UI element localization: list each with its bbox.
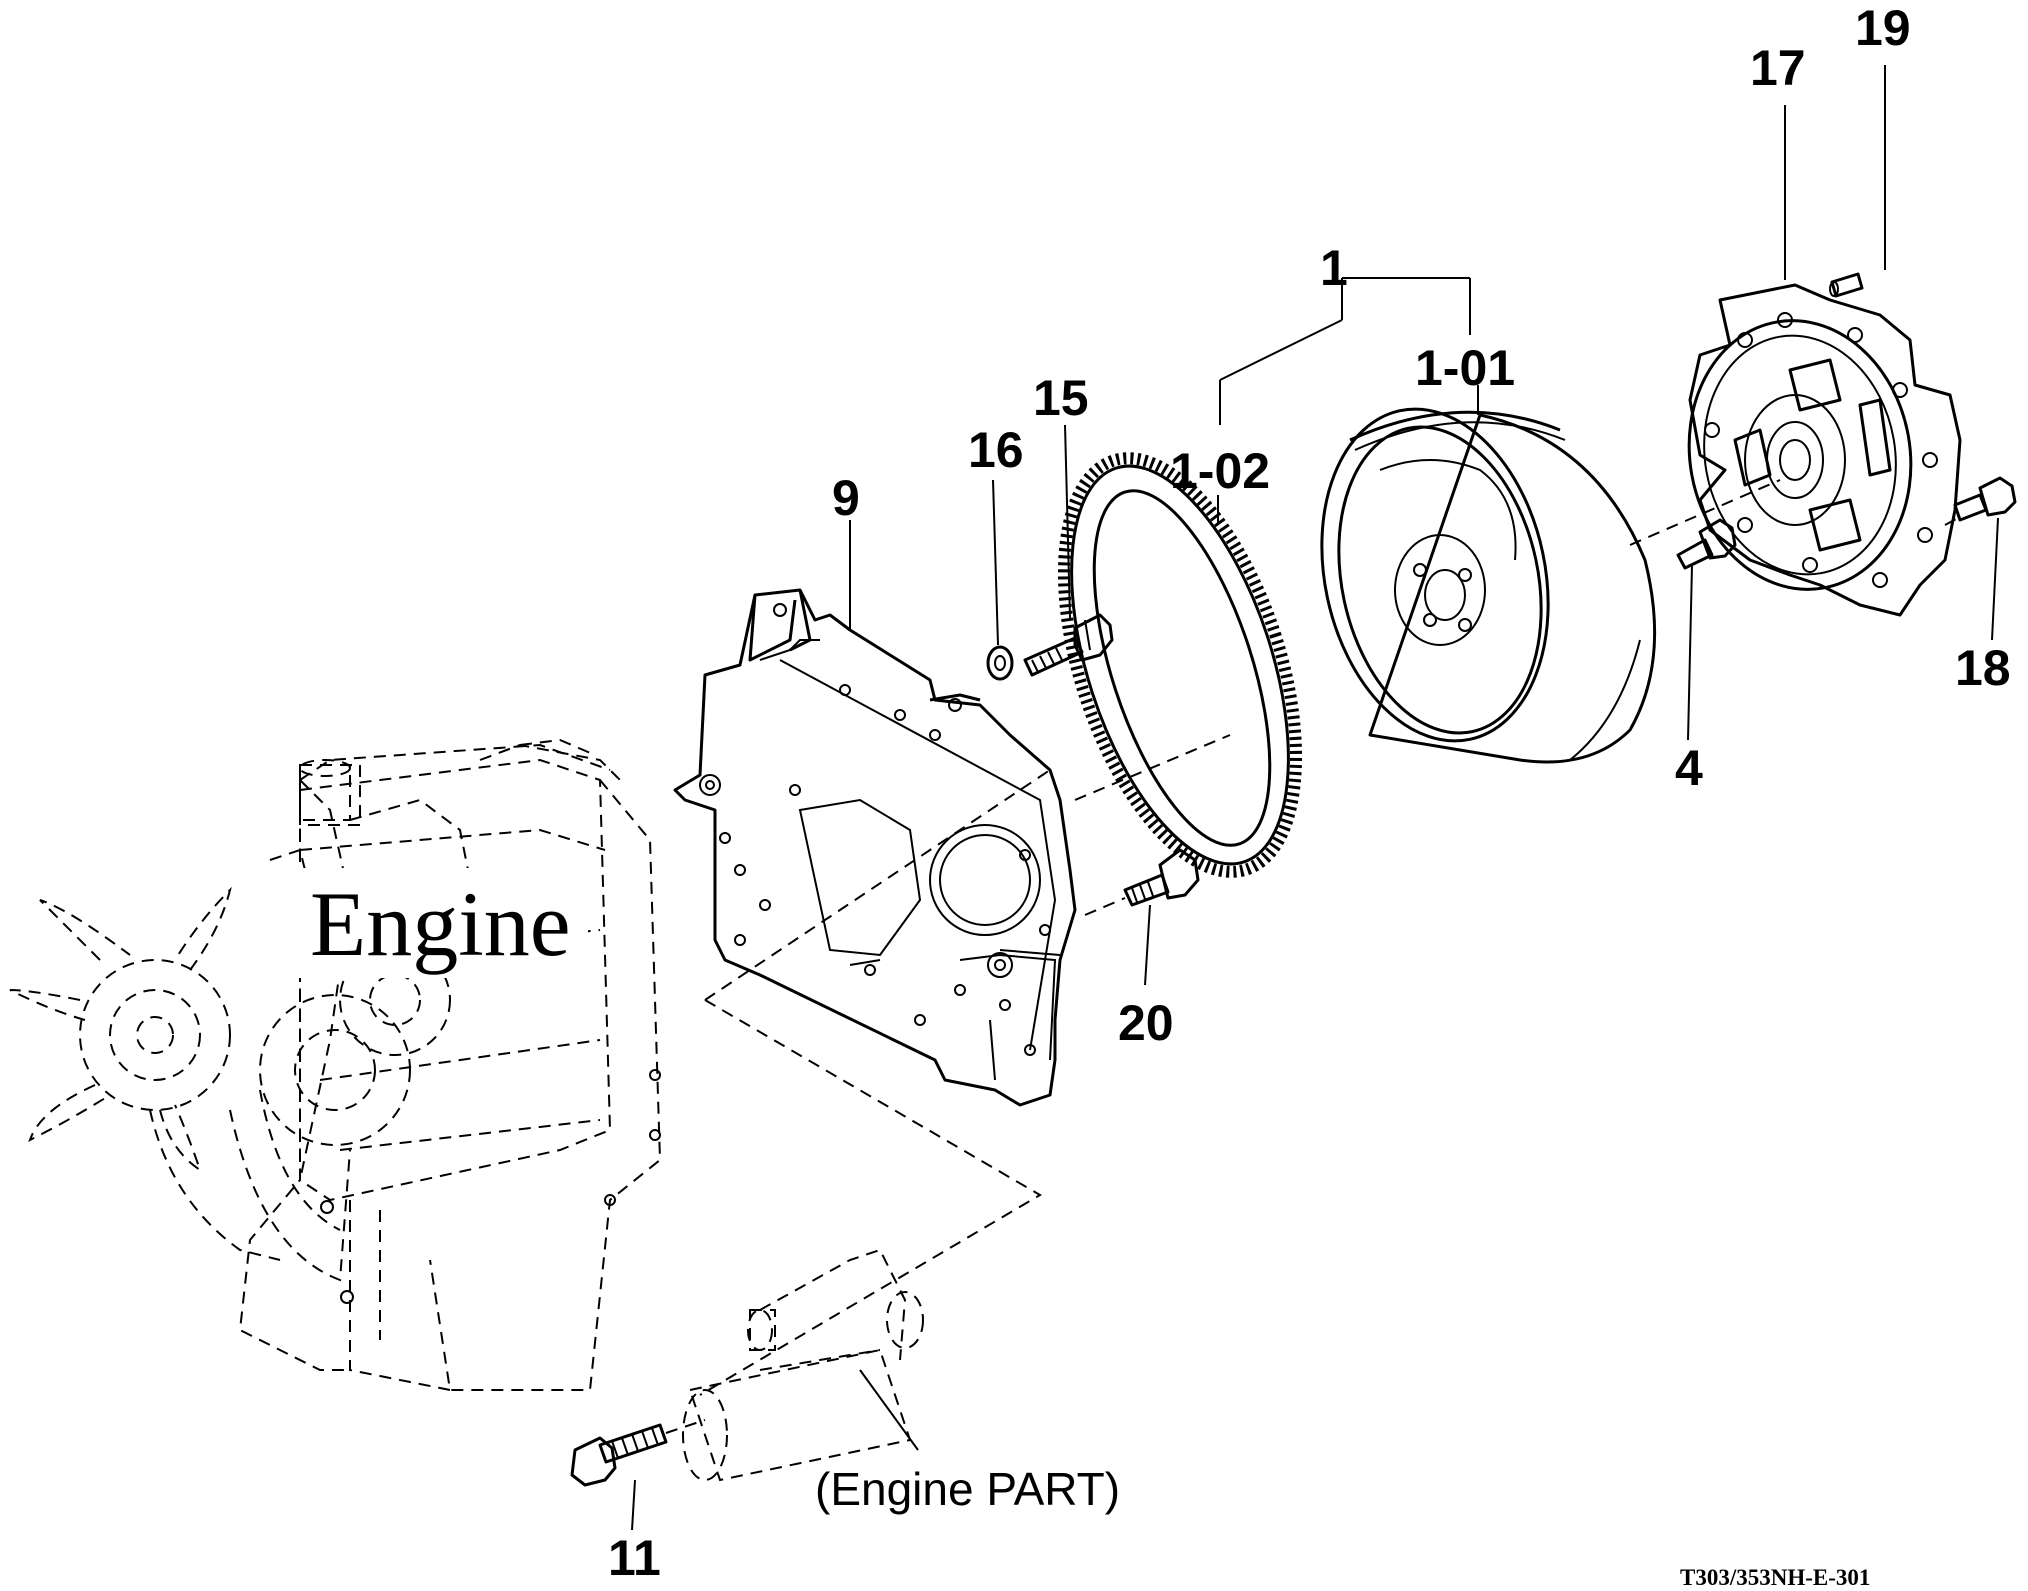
callout-19: 19	[1855, 0, 1911, 56]
callout-11: 11	[608, 1530, 661, 1586]
engine-outline	[9, 738, 662, 1391]
pin-19	[1829, 272, 1864, 298]
reference-code: T303/353NH-E-301	[1680, 1565, 1870, 1590]
axis-line-bolt-20	[1084, 897, 1126, 916]
leader-lines	[631, 65, 1999, 1531]
axis-line-bolt-11	[665, 1419, 706, 1434]
fan	[9, 886, 232, 1173]
flywheel-housing	[673, 588, 1077, 1107]
alternator-pulley	[149, 944, 451, 1282]
callout-9: 9	[832, 470, 860, 526]
axis-line-lower	[704, 769, 1051, 1001]
callout-1-02: 1-02	[1170, 443, 1270, 499]
damper-disc	[1687, 283, 1962, 617]
filler-neck	[269, 759, 471, 891]
bolt-20	[1123, 848, 1200, 907]
engine-label-bg	[288, 868, 588, 978]
flywheel	[1320, 407, 1657, 764]
callout-17: 17	[1750, 40, 1806, 96]
callout-1: 1	[1320, 240, 1348, 296]
engine-part-note: (Engine PART)	[815, 1463, 1120, 1515]
ring-gear	[1057, 452, 1303, 878]
axis-line-bolt-18	[1944, 517, 1959, 526]
callout-18: 18	[1955, 640, 2011, 696]
bolt-4	[1676, 518, 1737, 570]
bolt-11	[570, 1423, 668, 1487]
axis-line-upper	[1074, 734, 1231, 801]
engine-label: Engine	[310, 873, 571, 975]
callout-4: 4	[1675, 740, 1703, 796]
engine-boundary	[699, 999, 1042, 1396]
bolt-18	[1953, 476, 2017, 522]
washer	[986, 645, 1014, 681]
callout-16: 16	[968, 422, 1024, 478]
callout-20: 20	[1118, 995, 1174, 1051]
callout-1-01: 1-01	[1415, 340, 1515, 396]
callout-15: 15	[1033, 370, 1089, 426]
